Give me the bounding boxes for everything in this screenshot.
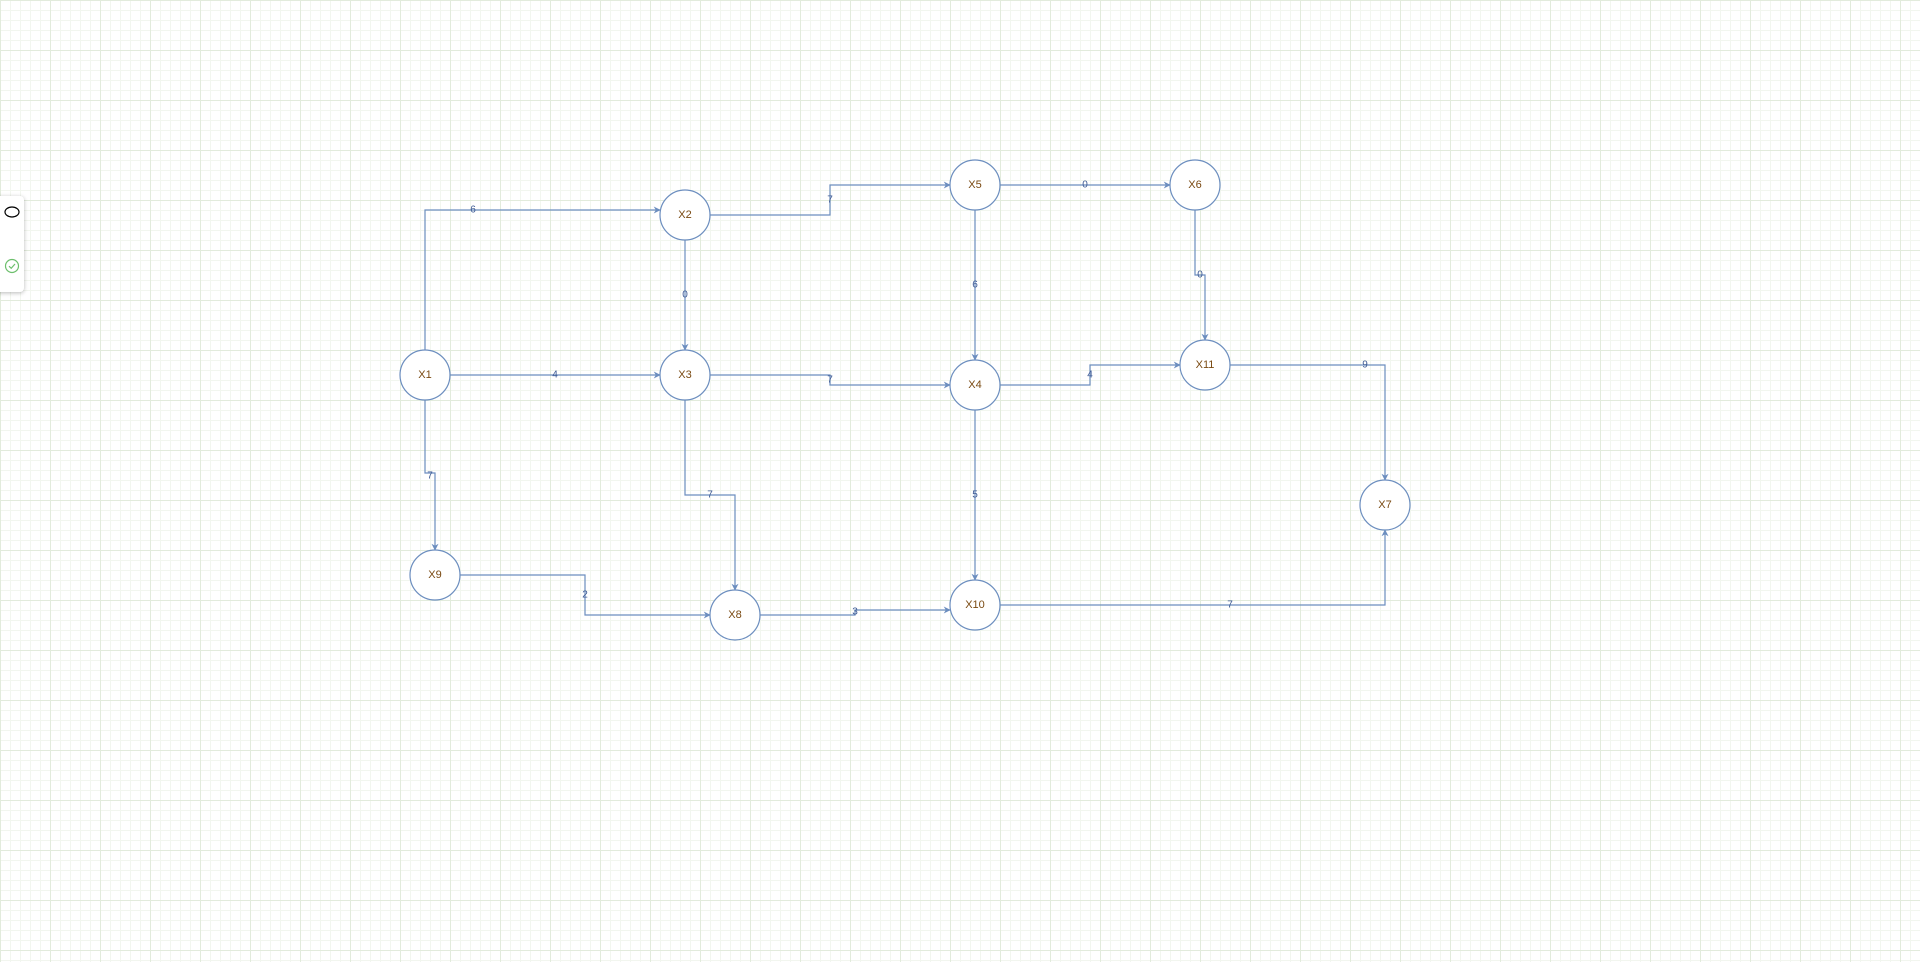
edge-label-x3-x8: 7 <box>707 490 713 501</box>
node-label-x6: X6 <box>1188 179 1201 191</box>
node-circle-x1[interactable] <box>399 349 451 401</box>
node-circle-x7[interactable] <box>1359 479 1411 531</box>
edge-label-x8-x10: 3 <box>852 607 858 618</box>
edge-x10-x7[interactable] <box>1000 529 1389 606</box>
node-label-x9: X9 <box>428 569 441 581</box>
edge-label-x5-x4: 6 <box>972 280 978 291</box>
node-label-x7: X7 <box>1378 499 1391 511</box>
node-circle-x6[interactable] <box>1169 159 1221 211</box>
node-x1[interactable]: X1 <box>399 349 451 401</box>
edge-label-x4-x11: 4 <box>1087 370 1093 381</box>
node-circle-x9[interactable] <box>409 549 461 601</box>
node-x9[interactable]: X9 <box>409 549 461 601</box>
node-x5[interactable]: X5 <box>949 159 1001 211</box>
edge-label-x5-x6: 0 <box>1082 180 1088 191</box>
edge-x1-x9[interactable] <box>424 400 439 551</box>
edges-layer <box>424 181 1389 619</box>
edge-x4-x11[interactable] <box>1000 361 1181 386</box>
node-x2[interactable]: X2 <box>659 189 711 241</box>
edge-label-x10-x7: 7 <box>1227 600 1233 611</box>
node-label-x5: X5 <box>968 179 981 191</box>
edge-x1-x2[interactable] <box>424 206 661 350</box>
ellipse-icon[interactable] <box>4 204 20 220</box>
node-circle-x4[interactable] <box>949 359 1001 411</box>
node-x3[interactable]: X3 <box>659 349 711 401</box>
edge-x3-x8[interactable] <box>684 400 739 591</box>
node-circle-x11[interactable] <box>1179 339 1231 391</box>
edge-label-x2-x5: 7 <box>827 195 833 206</box>
edge-label-x1-x3: 4 <box>552 370 558 381</box>
node-label-x2: X2 <box>678 209 691 221</box>
edge-label-x6-x11: 0 <box>1197 270 1203 281</box>
node-x8[interactable]: X8 <box>709 589 761 641</box>
node-label-x4: X4 <box>968 379 981 391</box>
edge-label-x3-x4: 7 <box>827 375 833 386</box>
edge-x2-x5[interactable] <box>710 181 951 216</box>
node-x6[interactable]: X6 <box>1169 159 1221 211</box>
edge-label-x9-x8: 2 <box>582 590 588 601</box>
edge-label-x1-x9: 7 <box>427 471 433 482</box>
edge-x8-x10[interactable] <box>760 606 951 616</box>
node-circle-x5[interactable] <box>949 159 1001 211</box>
node-circle-x2[interactable] <box>659 189 711 241</box>
shape-toolbar <box>0 196 24 292</box>
node-x10[interactable]: X10 <box>949 579 1001 631</box>
edge-label-x1-x2: 6 <box>470 205 476 216</box>
edge-x6-x11[interactable] <box>1194 210 1209 341</box>
node-x4[interactable]: X4 <box>949 359 1001 411</box>
edge-x11-x7[interactable] <box>1230 364 1389 481</box>
check-circle-icon[interactable] <box>4 258 20 274</box>
node-label-x10: X10 <box>965 599 985 611</box>
edge-label-x4-x10: 5 <box>972 490 978 501</box>
edge-x9-x8[interactable] <box>460 574 711 619</box>
edge-label-x2-x3: 0 <box>682 290 688 301</box>
node-label-x11: X11 <box>1196 359 1215 371</box>
edge-labels-layer: 6 4 7 0 7 7 7 0 6 0 4 5 9 2 3 7 <box>427 180 1368 618</box>
node-circle-x8[interactable] <box>709 589 761 641</box>
node-x11[interactable]: X11 <box>1179 339 1231 391</box>
node-x7[interactable]: X7 <box>1359 479 1411 531</box>
edge-x3-x4[interactable] <box>710 374 951 389</box>
node-circle-x3[interactable] <box>659 349 711 401</box>
edge-label-x11-x7: 9 <box>1362 360 1368 371</box>
node-label-x1: X1 <box>418 369 431 381</box>
node-label-x8: X8 <box>728 609 741 621</box>
node-label-x3: X3 <box>678 369 691 381</box>
node-circle-x10[interactable] <box>949 579 1001 631</box>
